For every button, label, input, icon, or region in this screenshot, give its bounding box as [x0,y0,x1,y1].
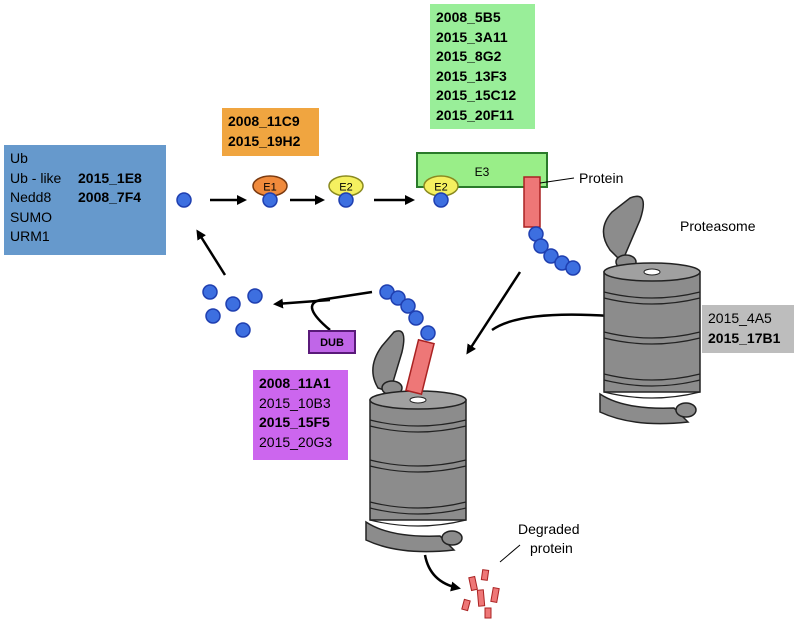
e2-ubiquitin [338,192,354,208]
proteasome-label: Proteasome [680,218,756,234]
proteasome-code-box: 2015_4A5 2015_17B1 [702,305,794,353]
e3-code: 2015_3A11 [436,28,508,45]
degraded-label-line1: Degraded [518,521,580,537]
e2-label: E2 [339,182,352,194]
arrow-proteasome-to-proteasome [491,313,611,332]
e3-label: E3 [475,165,490,179]
e3-code-box: 2008_5B5 2015_3A11 2015_8G2 2015_13F3 20… [430,4,535,129]
protein-pointer [539,177,575,184]
e1-label: E1 [263,182,276,194]
e3-code: 2008_5B5 [436,9,501,25]
degraded-label-line2: protein [530,540,573,556]
dub-code: 2015_10B3 [259,394,331,411]
e1-code: 2008_11C9 [228,113,300,129]
e2-bound-ubiquitin [433,192,449,208]
polyubiquitin-chain-upper [528,226,581,276]
protein-entering [405,338,435,396]
e3-code: 2015_20F11 [436,106,514,123]
e1-code-box: 2008_11C9 2015_19H2 [222,108,319,156]
e3-code: 2015_13F3 [436,67,507,84]
proteasome-code: 2015_17B1 [708,329,781,346]
free-ubiquitin [176,192,192,208]
proteasome-free [599,195,701,425]
degraded-protein-fragments [461,569,500,619]
e3-code: 2015_15C12 [436,87,517,104]
e1-code: 2015_19H2 [228,132,301,149]
proteasome-code: 2015_4A5 [708,310,772,326]
dub-enzyme [308,330,356,354]
e2-bound-label: E2 [434,182,447,194]
arrow-protein-to-proteasome [466,271,522,355]
polyubiquitin-chain-lower [379,284,436,341]
arrow-dub-release [310,290,373,331]
arrow-to-degraded [423,554,461,592]
e1-ubiquitin [262,192,278,208]
dub-code: 2015_20G3 [259,433,333,450]
dub-code: 2015_15F5 [259,414,330,431]
degraded-pointer [499,544,521,563]
protein-substrate [523,176,541,228]
arrow-pool-to-ub [196,229,227,276]
modifier-row: SUMO [10,208,52,225]
dub-code-box: 2008_11A1 2015_10B3 2015_15F5 2015_20G3 [253,370,348,460]
modifier-row: Ub [10,150,28,166]
modifier-row: URM1 [10,228,50,245]
proteasome-degrading [365,330,467,553]
recycled-ubiquitin-pool [202,284,263,338]
e3-code: 2015_8G2 [436,48,502,65]
dub-label: DUB [320,337,344,349]
dub-code: 2008_11A1 [259,375,331,391]
protein-label: Protein [579,170,624,186]
arrow-to-pool [273,298,331,309]
